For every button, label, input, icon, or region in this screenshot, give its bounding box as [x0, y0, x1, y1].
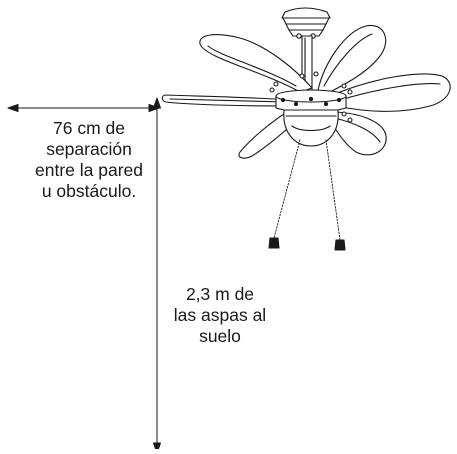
floor-clearance-line-2: las aspas al: [173, 305, 267, 325]
wall-clearance-arrow: [7, 104, 160, 112]
fan-pull-chains: [268, 139, 346, 251]
wall-clearance-line-2: separación: [46, 139, 132, 159]
floor-clearance-arrow: [153, 97, 161, 454]
floor-clearance-line-3: suelo: [199, 326, 241, 346]
wall-clearance-line-3: entre la pared: [35, 160, 143, 180]
wall-clearance-line-1: 76 cm de: [53, 118, 125, 138]
blade-screws: [269, 71, 353, 123]
floor-clearance-label: 2,3 m de las aspas al suelo: [150, 284, 290, 347]
fan-light-globe: [283, 109, 339, 147]
wall-clearance-line-4: u obstáculo.: [41, 181, 137, 201]
fan-canopy: [281, 7, 331, 39]
fan-blades: [161, 24, 451, 159]
floor-clearance-line-1: 2,3 m de: [185, 284, 255, 304]
fan-motor-housing: [275, 89, 347, 114]
wall-clearance-label: 76 cm de separación entre la pared u obs…: [4, 118, 174, 202]
ceiling-fan: [161, 7, 451, 251]
